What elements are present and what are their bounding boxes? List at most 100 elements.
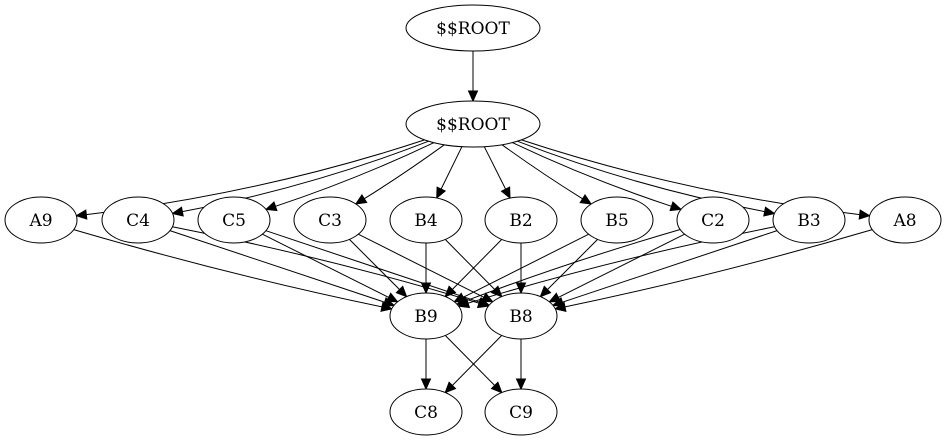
edge-line	[364, 144, 445, 200]
edge-b8-to-c8	[444, 335, 503, 394]
edge-line	[512, 142, 672, 207]
node-shape	[405, 4, 541, 52]
edge-b9-to-c9	[444, 335, 503, 394]
edge-b2-to-b9	[444, 239, 503, 298]
arrowhead-icon	[457, 298, 471, 309]
node-shape	[405, 100, 541, 148]
edge-c5-to-b8	[265, 230, 491, 307]
edge-c2-to-b8	[548, 233, 685, 303]
arrowhead-icon	[444, 381, 457, 394]
node-c9: C9	[484, 388, 558, 436]
edge-line	[483, 146, 507, 190]
edge-line	[444, 335, 496, 386]
node-b4: B4	[389, 196, 463, 244]
arrowhead-icon	[554, 301, 567, 312]
arrowhead-icon	[385, 292, 399, 303]
node-shape	[580, 196, 654, 244]
edge-b8-to-c9	[515, 338, 527, 391]
edge-b3-to-b8	[551, 230, 778, 308]
edge-line	[73, 229, 383, 308]
arrowhead-icon	[669, 201, 683, 212]
node-root: $$ROOT	[405, 100, 541, 148]
node-label: C2	[701, 211, 725, 231]
edge-line	[562, 230, 778, 303]
edge-c3-to-b9	[349, 239, 408, 298]
node-label: C3	[318, 211, 342, 231]
edge-b4-to-b9	[420, 243, 432, 295]
edge-line	[262, 233, 389, 298]
node-label: C8	[414, 403, 438, 423]
arrowhead-icon	[75, 209, 88, 220]
node-c8: C8	[389, 388, 463, 436]
edge-c5-to-b9	[262, 233, 399, 303]
edge-line	[169, 230, 385, 303]
arrowhead-icon	[490, 381, 503, 394]
edge-line	[462, 233, 589, 298]
node-shape	[868, 196, 942, 244]
node-b3: B3	[772, 196, 846, 244]
node-shape	[484, 196, 558, 244]
edge-line	[558, 233, 685, 298]
edge-line	[547, 239, 598, 290]
node-label: $$ROOT	[436, 115, 510, 135]
node-b5: B5	[580, 196, 654, 244]
node-c4: C4	[101, 196, 175, 244]
arrowhead-icon	[763, 206, 776, 217]
edge-b9-to-c8	[420, 339, 432, 391]
node-a9: A9	[4, 196, 78, 244]
edge-a8-to-b8	[554, 229, 873, 312]
edge-line	[358, 233, 485, 298]
edge-b5-to-b8	[539, 239, 598, 298]
node-shape	[772, 196, 846, 244]
arrowhead-icon	[444, 285, 457, 298]
edge-root-to-c3	[354, 144, 445, 205]
edge-line	[451, 335, 503, 386]
arrowhead-icon	[420, 282, 432, 295]
node-root-top: $$ROOT	[405, 4, 541, 52]
arrowhead-icon	[579, 193, 593, 205]
edge-line	[451, 239, 503, 290]
arrowhead-icon	[354, 193, 368, 205]
edge-c4-to-b9	[169, 230, 396, 308]
node-label: $$ROOT	[436, 19, 510, 39]
node-label: C5	[222, 211, 246, 231]
node-label: B4	[414, 211, 437, 231]
edge-root-to-b5	[501, 144, 593, 205]
edge-root-to-c2	[512, 142, 683, 212]
edge-line	[444, 239, 496, 290]
node-label: B3	[797, 211, 820, 231]
arrowhead-icon	[548, 292, 562, 303]
arrowhead-icon	[539, 285, 552, 298]
edge-line	[564, 229, 873, 308]
edge-line	[440, 146, 463, 190]
node-shape	[389, 196, 463, 244]
node-shape	[484, 292, 558, 340]
arrowhead-icon	[436, 186, 447, 200]
node-label: B2	[509, 211, 532, 231]
node-b2: B2	[484, 196, 558, 244]
edge-c2-to-b9	[455, 229, 681, 306]
node-c2: C2	[676, 196, 750, 244]
edge-line	[349, 239, 400, 290]
arrowhead-icon	[467, 90, 479, 103]
arrowhead-icon	[171, 206, 184, 217]
node-label: C4	[126, 211, 150, 231]
node-shape	[293, 196, 367, 244]
arrowhead-icon	[264, 201, 278, 212]
edge-line	[501, 144, 583, 200]
arrowhead-icon	[395, 285, 408, 298]
node-shape	[197, 196, 271, 244]
node-label: B8	[509, 307, 532, 327]
node-label: A8	[892, 211, 916, 231]
node-shape	[389, 292, 463, 340]
node-label: B9	[414, 307, 437, 327]
edge-line	[466, 229, 681, 302]
arrowhead-icon	[500, 186, 511, 200]
node-label: C9	[509, 403, 533, 423]
edge-line	[275, 142, 435, 207]
edge-root-to-b4	[436, 146, 463, 200]
node-shape	[484, 388, 558, 436]
node-b8: B8	[484, 292, 558, 340]
